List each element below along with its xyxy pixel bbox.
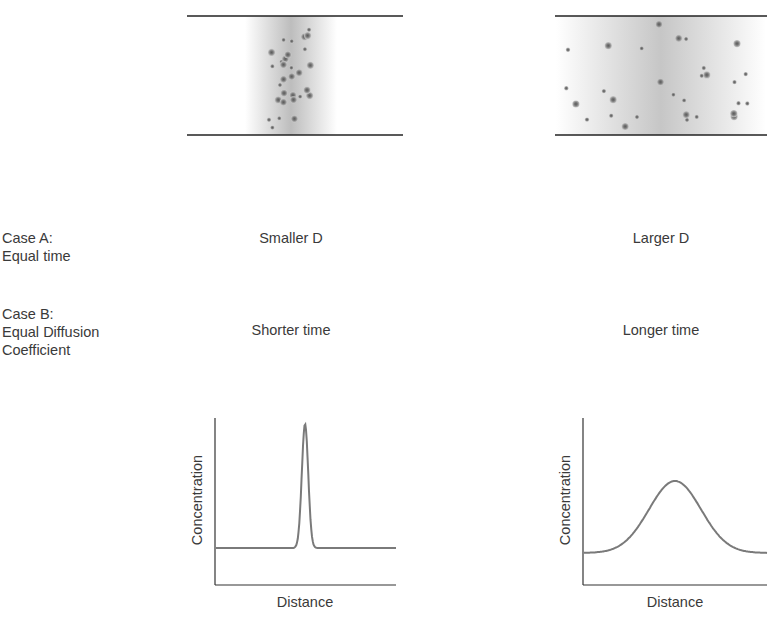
channel-wall bbox=[187, 15, 403, 16]
particle bbox=[290, 39, 294, 43]
particle bbox=[655, 21, 662, 28]
particle bbox=[304, 32, 311, 39]
particle bbox=[685, 118, 689, 122]
y-axis bbox=[214, 418, 215, 585]
x-axis bbox=[583, 584, 767, 585]
particle bbox=[290, 96, 297, 103]
particle bbox=[284, 51, 291, 58]
channel-wall bbox=[555, 15, 767, 16]
particle bbox=[566, 48, 570, 52]
particle bbox=[683, 111, 690, 118]
particle bbox=[730, 110, 737, 117]
particle bbox=[303, 87, 310, 94]
particle bbox=[640, 46, 644, 50]
x-axis bbox=[215, 584, 396, 585]
axis-title: Distance bbox=[277, 593, 333, 611]
particle bbox=[675, 35, 682, 42]
particle bbox=[303, 47, 307, 51]
particle bbox=[280, 76, 287, 83]
particle bbox=[298, 94, 302, 98]
particle bbox=[635, 115, 639, 119]
concentration-curve bbox=[584, 481, 767, 553]
channel-wall bbox=[187, 134, 403, 135]
particle bbox=[684, 37, 688, 41]
axis-title: Concentration bbox=[188, 455, 206, 545]
particle bbox=[733, 40, 740, 47]
y-axis bbox=[582, 418, 583, 585]
case-label: Case B: Equal Diffusion Coefficient bbox=[2, 305, 99, 359]
particle bbox=[281, 38, 285, 42]
axis-title: Concentration bbox=[556, 455, 574, 545]
concentration-curve bbox=[216, 424, 396, 548]
particle bbox=[291, 115, 298, 122]
particle bbox=[564, 86, 568, 90]
particle bbox=[268, 49, 275, 56]
particle bbox=[602, 89, 606, 93]
particle bbox=[610, 96, 617, 103]
condition-label: Longer time bbox=[623, 321, 700, 339]
particle bbox=[296, 69, 303, 76]
particle bbox=[572, 100, 579, 107]
particle bbox=[289, 66, 293, 70]
particle bbox=[671, 93, 675, 97]
case-label: Case A: Equal time bbox=[2, 229, 71, 265]
particle bbox=[736, 101, 740, 105]
condition-label: Smaller D bbox=[259, 229, 323, 247]
particle bbox=[703, 71, 710, 78]
particle bbox=[270, 125, 274, 129]
particle bbox=[278, 83, 282, 87]
particle bbox=[307, 28, 311, 32]
particle bbox=[605, 42, 612, 49]
particle bbox=[307, 62, 314, 69]
particle bbox=[280, 99, 287, 106]
particle bbox=[682, 98, 686, 102]
particle bbox=[700, 74, 704, 78]
particle bbox=[280, 61, 287, 68]
concentration-band bbox=[245, 16, 337, 135]
particle bbox=[702, 66, 706, 70]
particle bbox=[267, 118, 271, 122]
particle bbox=[585, 117, 589, 121]
particle bbox=[657, 78, 664, 85]
concentration-band bbox=[556, 16, 766, 135]
particle bbox=[277, 116, 281, 120]
particle bbox=[732, 80, 736, 84]
condition-label: Shorter time bbox=[252, 321, 331, 339]
particle bbox=[281, 90, 288, 97]
particle bbox=[270, 64, 274, 68]
particle bbox=[745, 101, 749, 105]
particle bbox=[288, 73, 295, 80]
channel-wall bbox=[555, 134, 767, 135]
particle bbox=[622, 123, 629, 130]
condition-label: Larger D bbox=[633, 229, 689, 247]
particle bbox=[609, 114, 613, 118]
particles bbox=[267, 21, 750, 130]
particle bbox=[744, 72, 748, 76]
axis-title: Distance bbox=[647, 593, 703, 611]
particle bbox=[695, 115, 699, 119]
